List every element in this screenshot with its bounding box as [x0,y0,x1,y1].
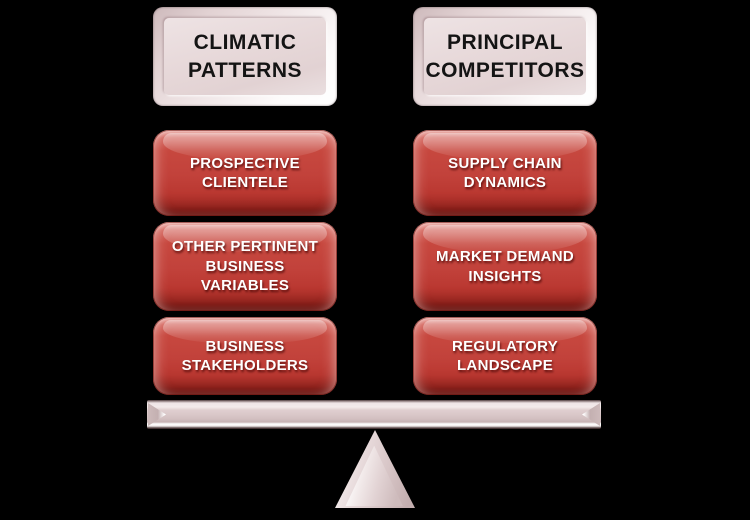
box-principal-competitors: PRINCIPAL COMPETITORS [413,7,597,106]
box-label: SUPPLY CHAIN DYNAMICS [448,154,562,192]
box-face [424,18,586,95]
box-market-demand-insights: MARKET DEMAND INSIGHTS [413,222,597,311]
box-label: OTHER PERTINENT BUSINESS VARIABLES [171,238,319,295]
beam-left-bevel-icon [148,403,166,426]
box-label: REGULATORY LANDSCAPE [451,337,559,375]
box-business-stakeholders: BUSINESS STAKEHOLDERS [153,317,337,395]
box-climatic-patterns: CLIMATIC PATTERNS [153,7,337,106]
box-label: PRINCIPAL COMPETITORS [425,31,585,82]
balance-beam [147,400,601,429]
box-supply-chain-dynamics: SUPPLY CHAIN DYNAMICS [413,130,597,216]
box-regulatory-landscape: REGULATORY LANDSCAPE [413,317,597,395]
triangle-fulcrum-icon [335,430,415,508]
box-other-pertinent-business-variables: OTHER PERTINENT BUSINESS VARIABLES [153,222,337,311]
box-label: PROSPECTIVE CLIENTELE [190,154,300,192]
beam-right-bevel-icon [582,403,600,426]
box-label: CLIMATIC PATTERNS [187,31,303,82]
box-label: BUSINESS STAKEHOLDERS [181,337,309,375]
box-prospective-clientele: PROSPECTIVE CLIENTELE [153,130,337,216]
box-label: MARKET DEMAND INSIGHTS [435,248,575,285]
box-face [164,18,326,95]
